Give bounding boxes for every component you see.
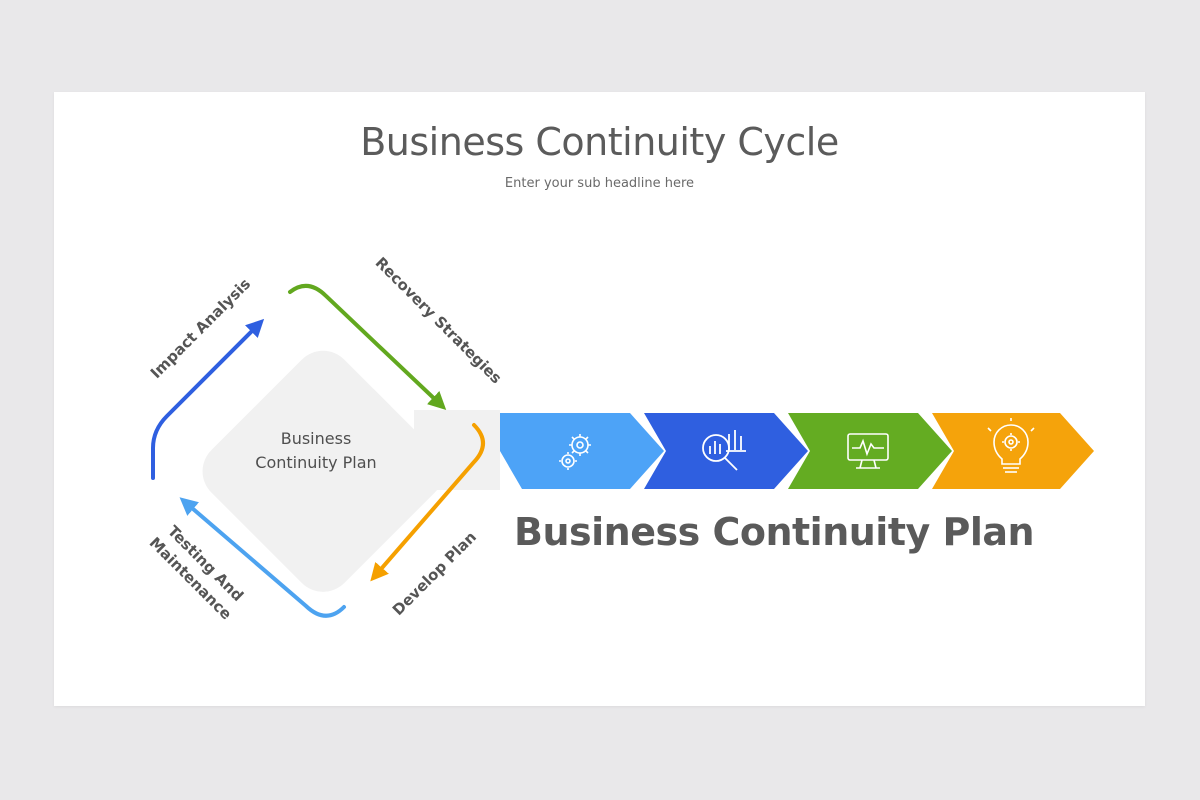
chevron-3 [788,413,952,489]
plan-step-2 [644,413,808,489]
plan-step-1 [500,413,664,489]
plan-heading: Business Continuity Plan [514,510,1035,554]
slide-title: Business Continuity Cycle [360,120,839,164]
plan-step-4 [932,413,1094,489]
arrow-recovery-strategies [288,284,447,410]
analytics-magnifier-icon [702,430,746,471]
gears-icon [559,434,591,470]
center-label-line2: Continuity Plan [255,453,376,472]
arrow-testing-maintenance [179,497,346,618]
monitor-pulse-icon [847,433,889,469]
center-label-line1: Business [281,429,352,448]
lightbulb-gear-icon [987,418,1035,473]
slide: Business Continuity Cycle Enter your sub… [54,92,1145,706]
stage-label-recovery-strategies: Recovery Strategies [372,254,506,388]
cycle-diagram: Business Continuity Plan Impact Analysis… [146,254,1094,623]
stage-label-impact-analysis: Impact Analysis [147,275,254,382]
chevron-1 [500,413,664,489]
slide-subtitle: Enter your sub headline here [504,176,695,191]
chevron-4 [932,413,1094,489]
plan-step-3 [788,413,952,489]
center-diamond [202,350,444,592]
arrow-develop-plan [370,423,485,582]
arrow-impact-analysis [151,318,265,480]
